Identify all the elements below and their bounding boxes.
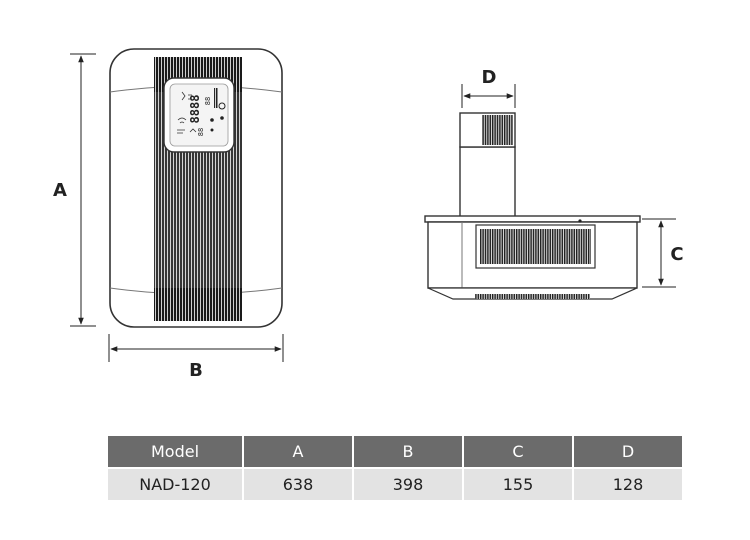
dim-b-label: B: [189, 360, 203, 381]
header-a: A: [242, 436, 353, 468]
display-digits-main: 8888: [188, 95, 202, 124]
specification-table: Model A B C D NAD-120 638 398 155 128: [108, 436, 682, 500]
side-view: D C: [424, 67, 684, 300]
fan-dot-icon: [210, 118, 214, 122]
header-d: D: [572, 436, 682, 468]
timer-dot-icon: [210, 128, 214, 132]
display-digits-small: 88: [204, 97, 212, 105]
table-row: NAD-120 638 398 155 128: [108, 467, 682, 500]
wifi-symbol-icon: [177, 117, 187, 124]
dim-c-label: C: [670, 244, 683, 265]
dim-a-label: A: [53, 180, 67, 201]
display-screen: [169, 83, 229, 147]
dimension-d: D: [461, 67, 516, 108]
housing-top-lip: [424, 215, 641, 223]
status-icon: [177, 128, 197, 134]
header-b: B: [352, 436, 463, 468]
dim-d-label: D: [482, 67, 497, 88]
bulb-icon: [181, 91, 192, 101]
cell-d: 128: [572, 467, 682, 500]
control-display: 8888 88 88: [163, 77, 235, 153]
front-view: 8888 88 88 A B: [53, 48, 284, 381]
cell-b: 398: [352, 467, 463, 500]
cell-a: 638: [242, 467, 353, 500]
duct-column: [459, 146, 516, 218]
display-digits-small-lower: 88: [197, 128, 205, 136]
dimension-c: C: [642, 218, 684, 288]
cell-model: NAD-120: [108, 467, 243, 500]
dimension-b: B: [108, 334, 284, 381]
display-bar-graph: [214, 88, 218, 108]
mode-dot-icon: [220, 116, 224, 120]
cell-c: 155: [462, 467, 573, 500]
header-model: Model: [108, 436, 243, 468]
power-button-icon: [218, 102, 226, 110]
housing-side-grille: [480, 229, 591, 264]
dimension-a: A: [53, 53, 96, 327]
header-c: C: [462, 436, 573, 468]
technical-drawing: 8888 88 88 A B: [53, 48, 684, 381]
table-header-row: Model A B C D: [108, 436, 682, 468]
indicator-dot-icon: [578, 219, 582, 223]
housing-bottom-grille: [475, 294, 590, 299]
duct-collar-grille: [482, 115, 513, 145]
